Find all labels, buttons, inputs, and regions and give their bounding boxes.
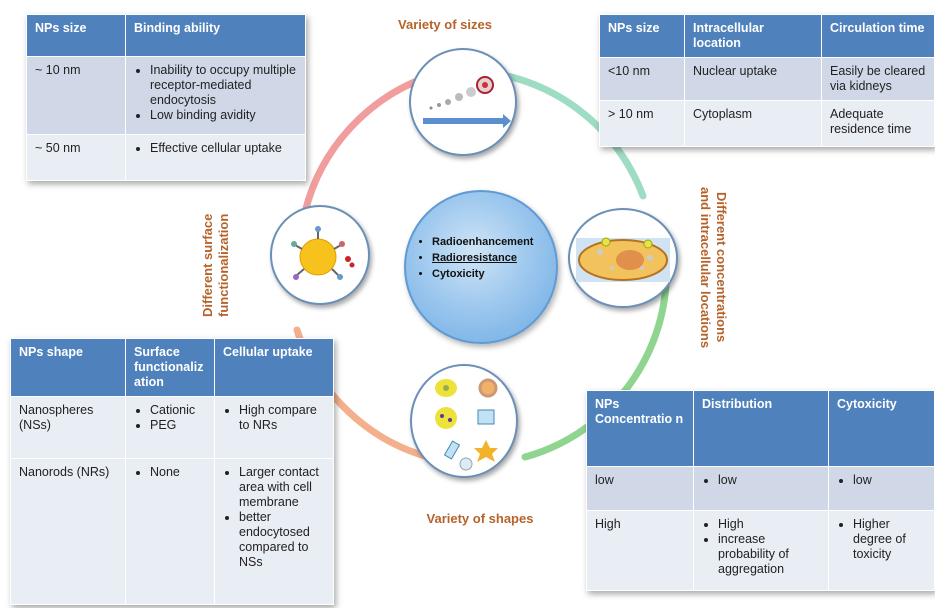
- header-nps-size: NPs size: [599, 14, 685, 58]
- label-concentrations-locations: Different concentrations and intracellul…: [697, 180, 729, 355]
- header-surface-functionalization: Surface functionaliz ation: [125, 338, 215, 397]
- cell-cytox: Higher degree of toxicity: [828, 510, 935, 591]
- cell-distribution: low: [693, 466, 829, 511]
- table-binding-ability: NPs size Binding ability ~ 10 nm Inabili…: [26, 14, 306, 181]
- header-nps-size: NPs size: [26, 14, 126, 57]
- cell-circulation: Easily be cleared via kidneys: [821, 57, 935, 101]
- center-item-cytoxicity: Cytoxicity: [432, 266, 552, 282]
- cell-surface: None: [125, 458, 215, 605]
- list-item: better endocytosed compared to NSs: [239, 510, 325, 570]
- list-item: Cationic: [150, 403, 206, 418]
- cell-shape: Nanorods (NRs): [10, 458, 126, 605]
- cell-shape: Nanospheres (NSs): [10, 396, 126, 459]
- cell-location: Cytoplasm: [684, 100, 822, 147]
- cell-circulation: Adequate residence time: [821, 100, 935, 147]
- cell-distribution: High increase probability of aggregation: [693, 510, 829, 591]
- label-variety-of-sizes: Variety of sizes: [398, 17, 492, 32]
- surface-functionalization-illustration: [270, 205, 370, 305]
- list-item: Higher degree of toxicity: [853, 517, 926, 562]
- table-intracellular-location: NPs size Intracellular location Circulat…: [599, 14, 935, 147]
- list-item: Inability to occupy multiple receptor-me…: [150, 63, 297, 108]
- center-circle: [404, 190, 558, 344]
- center-effects-list: Radioenhancement Radioresistance Cytoxic…: [412, 234, 552, 282]
- label-surface-line2: functionalization: [216, 213, 231, 317]
- label-variety-of-shapes: Variety of shapes: [426, 511, 534, 526]
- header-cellular-uptake: Cellular uptake: [214, 338, 334, 397]
- list-item: low: [853, 473, 926, 488]
- header-distribution: Distribution: [693, 390, 829, 467]
- cell-size: > 10 nm: [599, 100, 685, 147]
- header-nps-concentration: NPs Concentratio n: [586, 390, 694, 467]
- cell-uptake: High compare to NRs: [214, 396, 334, 459]
- header-nps-shape: NPs shape: [10, 338, 126, 397]
- header-cytoxicity: Cytoxicity: [828, 390, 935, 467]
- list-item: High compare to NRs: [239, 403, 325, 433]
- label-surface-functionalization: Different surface functionalization: [200, 200, 232, 330]
- center-item-radioresistance: Radioresistance: [432, 250, 552, 266]
- functionalized-nanoparticle-icon: [291, 226, 355, 280]
- cell-uptake: Larger contact area with cell membrane b…: [214, 458, 334, 605]
- size-variety-illustration: [409, 48, 517, 156]
- header-circulation-time: Circulation time: [821, 14, 935, 58]
- list-item: None: [150, 465, 206, 480]
- center-item-radioenhancement: Radioenhancement: [432, 234, 552, 250]
- label-conc-line2: and intracellular locations: [698, 186, 713, 349]
- cell-location: Nuclear uptake: [684, 57, 822, 101]
- cell-concentration-illustration: [568, 208, 678, 308]
- cell-size: ~ 50 nm: [26, 134, 126, 181]
- cell-icon: [576, 237, 670, 282]
- header-binding-ability: Binding ability: [125, 14, 306, 57]
- list-item: increase probability of aggregation: [718, 532, 820, 577]
- shape-variety-illustration: [410, 364, 518, 478]
- list-item: low: [718, 473, 820, 488]
- cell-binding: Effective cellular uptake: [125, 134, 306, 181]
- table-nps-concentration: NPs Concentratio n Distribution Cytoxici…: [586, 390, 935, 591]
- list-item: Larger contact area with cell membrane: [239, 465, 325, 510]
- label-conc-line1: Different concentrations: [714, 192, 729, 343]
- list-item: Effective cellular uptake: [150, 141, 297, 156]
- cell-size: ~ 10 nm: [26, 56, 126, 135]
- list-item: Low binding avidity: [150, 108, 297, 123]
- cell-conc: low: [586, 466, 694, 511]
- label-surface-line1: Different surface: [200, 213, 215, 317]
- size-gradient-icon: [423, 76, 511, 128]
- nanoparticle-shapes-icon: [435, 378, 498, 471]
- table-nps-shape: NPs shape Surface functionaliz ation Cel…: [10, 338, 334, 605]
- header-intracellular-location: Intracellular location: [684, 14, 822, 58]
- cell-cytox: low: [828, 466, 935, 511]
- list-item: PEG: [150, 418, 206, 433]
- cell-size: <10 nm: [599, 57, 685, 101]
- cell-binding: Inability to occupy multiple receptor-me…: [125, 56, 306, 135]
- cell-surface: Cationic PEG: [125, 396, 215, 459]
- list-item: High: [718, 517, 820, 532]
- cell-conc: High: [586, 510, 694, 591]
